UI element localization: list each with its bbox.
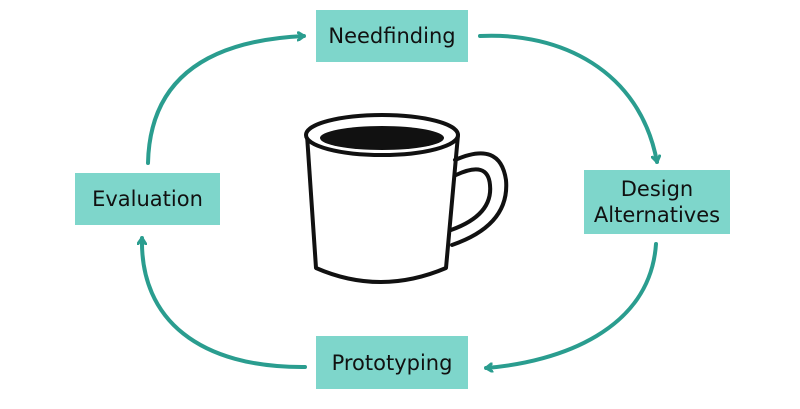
node-prototyping-label: Prototyping (331, 350, 453, 375)
node-needfinding: Needfinding (316, 10, 468, 62)
node-design-label-line2: Alternatives (593, 203, 721, 227)
arrow-prototyping-to-evaluation (142, 236, 307, 370)
arrow-design-to-prototyping (484, 242, 658, 368)
node-design-alternatives: Design Alternatives (584, 170, 730, 234)
arrow-needfinding-to-design (478, 33, 657, 164)
node-design-label-line1: Design (620, 177, 694, 201)
node-prototyping: Prototyping (316, 336, 468, 389)
node-needfinding-label: Needfinding (328, 24, 456, 48)
node-evaluation: Evaluation (75, 173, 220, 225)
arrow-evaluation-to-needfinding (146, 36, 306, 165)
node-evaluation-label: Evaluation (92, 187, 203, 211)
